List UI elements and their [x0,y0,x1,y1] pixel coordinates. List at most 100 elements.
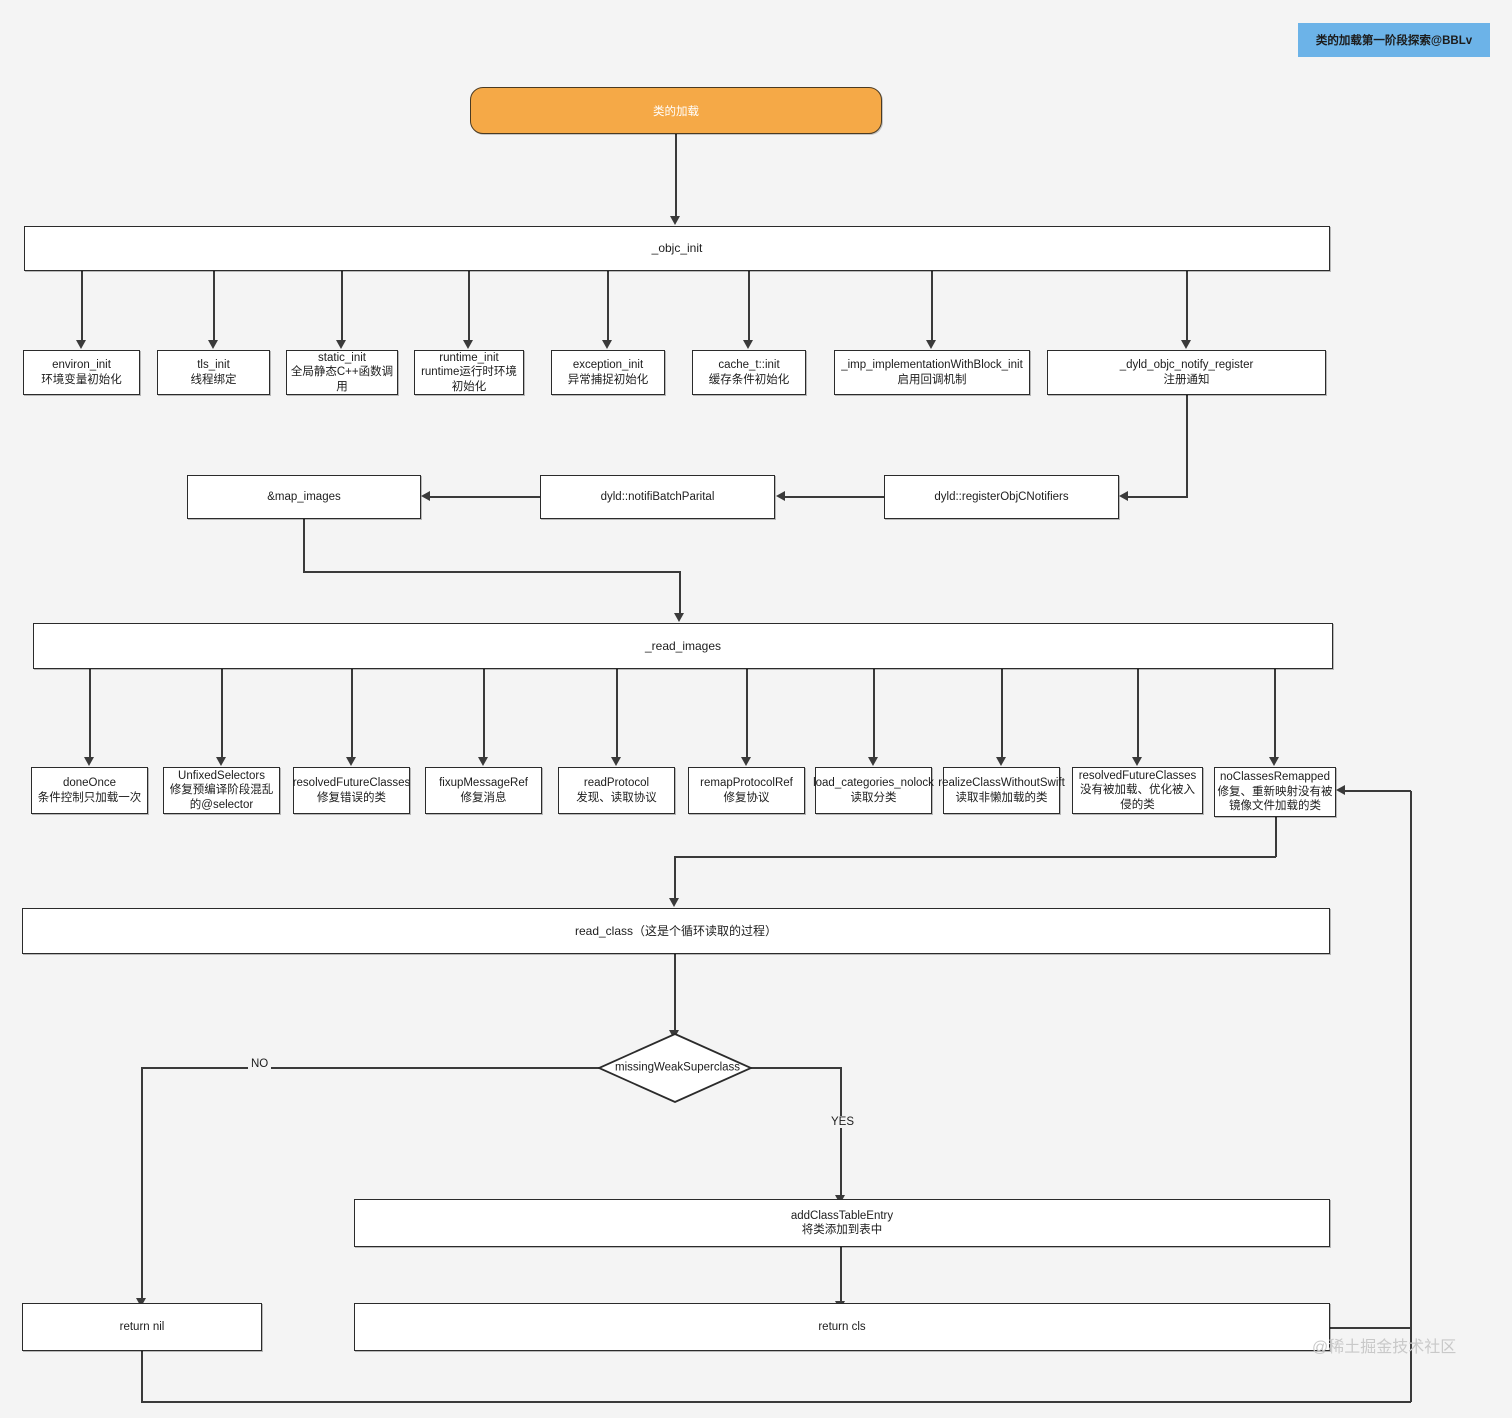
node-read-class[interactable]: read_class（这是个循环读取的过程） [22,908,1330,954]
connector-mapimages-down [303,519,305,572]
node-title: addClassTableEntry [790,1209,894,1222]
node-read-protocol[interactable]: readProtocol 发现、读取协议 [558,767,675,814]
node-objc-init-label: _objc_init [651,241,703,255]
arrowhead [421,491,430,501]
node-resolved-future-classes-2[interactable]: resolvedFutureClasses 没有被加载、优化被入侵的类 [1072,767,1203,814]
node-no-classes-remapped[interactable]: noClassesRemapped 修复、重新映射没有被镜像文件加载的类 [1214,767,1336,817]
arrowhead [208,340,218,349]
node-static-init[interactable]: static_init 全局静态C++函数调用 [286,350,398,395]
node-runtime-init[interactable]: runtime_init runtime运行时环境初始化 [414,350,524,395]
node-subtitle: runtime运行时环境初始化 [421,366,517,393]
node-fixup-message-ref[interactable]: fixupMessageRef 修复消息 [425,767,542,814]
connector-bottom-loop [141,1401,1411,1403]
arrowhead [336,340,346,349]
node-title: dyld::registerObjCNotifiers [934,490,1069,503]
node-subtitle: 修复、重新映射没有被镜像文件加载的类 [1217,785,1333,813]
node-title: environ_init [52,359,111,372]
node-done-once[interactable]: doneOnce 条件控制只加载一次 [31,767,148,814]
node-start[interactable]: 类的加载 [470,87,882,134]
node-return-cls[interactable]: return cls [354,1303,1330,1351]
connector-readimages-3 [351,669,353,759]
node-objc-init[interactable]: _objc_init [24,226,1330,271]
connector-noclasses-to-readclass [674,856,676,900]
arrowhead [1132,757,1142,766]
arrowhead [926,340,936,349]
node-subtitle: 修复协议 [723,791,770,804]
node-realize-class-without-swift[interactable]: realizeClassWithoutSwift 读取非懒加载的类 [938,767,1065,814]
node-read-images-label: _read_images [644,638,722,653]
arrowhead [743,340,753,349]
connector-mapimages-to-readimages [679,571,681,615]
arrowhead [670,216,680,225]
arrowhead [1336,785,1345,795]
node-dyld-objc-notify-register[interactable]: _dyld_objc_notify_register 注册通知 [1047,350,1326,395]
connector-readimages-9 [1137,669,1139,759]
node-read-class-label: read_class（这是个循环读取的过程） [574,923,778,938]
connector-objcinit-8 [1186,271,1188,342]
node-start-label: 类的加载 [653,105,699,118]
node-map-images[interactable]: &map_images [187,475,421,519]
node-title: cache_t::init [718,359,780,372]
connector-decision-no [141,1067,599,1069]
arrowhead [463,340,473,349]
node-subtitle: 没有被加载、优化被入侵的类 [1080,784,1195,811]
node-decision-missing-weak-superclass[interactable]: missingWeakSuperclass [598,1033,752,1103]
node-tls-init[interactable]: tls_init 线程绑定 [157,350,270,395]
node-subtitle: 异常捕捉初始化 [567,373,649,386]
node-register-objc-notifiers[interactable]: dyld::registerObjCNotifiers [884,475,1119,519]
node-subtitle: 启用回调机制 [897,373,967,386]
connector-yes-down [840,1067,842,1197]
arrowhead [216,757,226,766]
node-unfixed-selectors[interactable]: UnfixedSelectors 修复预编译阶段混乱的@selector [163,767,280,814]
node-cache-t-init[interactable]: cache_t::init 缓存条件初始化 [692,350,806,395]
arrowhead [76,340,86,349]
node-return-nil[interactable]: return nil [22,1303,262,1351]
arrowhead [602,340,612,349]
node-subtitle: 修复消息 [460,791,507,804]
node-environ-init[interactable]: environ_init 环境变量初始化 [23,350,140,395]
connector-noclasses-left [674,856,1276,858]
connector-readimages-8 [1001,669,1003,759]
arrowhead [674,613,684,622]
connector-returncls-right [1330,1327,1411,1329]
node-subtitle: 注册通知 [1163,373,1210,386]
arrowhead [478,757,488,766]
node-title: _dyld_objc_notify_register [1119,359,1254,372]
node-subtitle: 读取分类 [850,791,897,804]
node-title: realizeClassWithoutSwift [938,777,1065,790]
node-imp-implementation-with-block-init[interactable]: _imp_implementationWithBlock_init 启用回调机制 [834,350,1030,395]
edge-label-yes: YES [828,1116,858,1128]
node-subtitle: 读取非懒加载的类 [955,791,1048,804]
edge-label-no: NO [248,1058,272,1070]
connector-readimages-7 [873,669,875,759]
connector-readimages-1 [89,669,91,759]
connector-addclass-to-returncls [840,1247,842,1303]
node-read-images[interactable]: _read_images [33,623,1333,669]
arrowhead [996,757,1006,766]
node-title: exception_init [572,359,644,372]
connector-objcinit-7 [931,271,933,342]
arrowhead [868,757,878,766]
node-subtitle: 条件控制只加载一次 [37,791,142,804]
node-exception-init[interactable]: exception_init 异常捕捉初始化 [551,350,665,395]
node-title: &map_images [267,490,341,503]
node-add-class-table-entry[interactable]: addClassTableEntry 将类添加到表中 [354,1199,1330,1247]
node-load-categories-nolock[interactable]: load_categories_nolock 读取分类 [813,767,934,814]
connector-readimages-2 [221,669,223,759]
node-subtitle: 环境变量初始化 [41,373,122,386]
node-notifi-batch-parital[interactable]: dyld::notifiBatchParital [540,475,775,519]
node-remap-protocol-ref[interactable]: remapProtocolRef 修复协议 [688,767,805,814]
node-resolved-future-classes-1[interactable]: resolvedFutureClasses 修复错误的类 [293,767,410,814]
node-title: UnfixedSelectors [178,769,265,782]
arrowhead [776,491,785,501]
watermark: @稀土掘金技术社区 [1312,1339,1457,1356]
node-subtitle: 修复错误的类 [317,791,386,804]
node-title: return nil [119,1320,165,1333]
arrowhead [1181,340,1191,349]
node-title: fixupMessageRef [439,777,528,790]
title-badge-label: 类的加载第一阶段探索@BBLv [1315,35,1473,47]
arrowhead [1269,757,1279,766]
node-subtitle: 发现、读取协议 [576,791,657,804]
connector-no-down [141,1067,143,1300]
